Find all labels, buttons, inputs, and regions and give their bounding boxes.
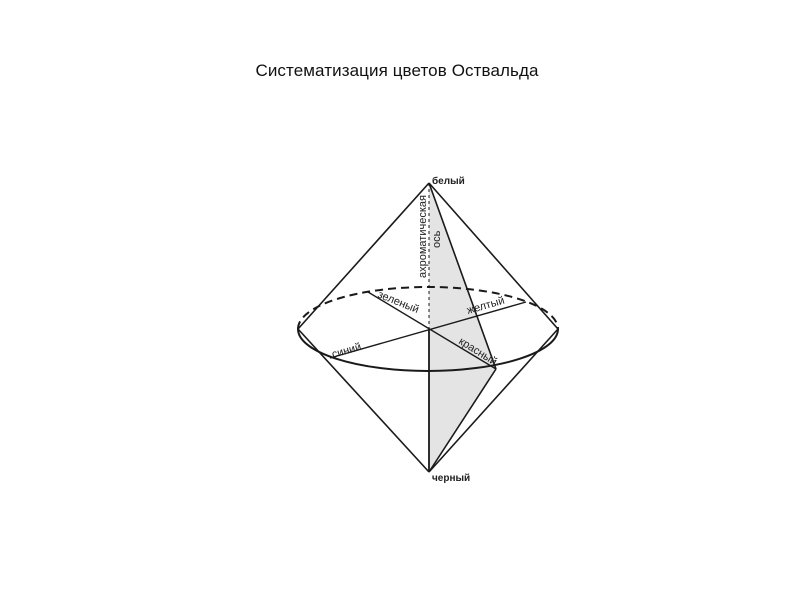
label-black: черный xyxy=(432,473,470,484)
label-white: белый xyxy=(432,175,465,187)
cone-lower-left-edge xyxy=(297,328,430,473)
green-red-diameter xyxy=(367,291,497,370)
black-to-red-edge xyxy=(428,368,497,473)
label-axis: ахроматическая xyxy=(417,195,429,278)
cone-lower-right-edge xyxy=(428,328,559,473)
white-to-red-edge xyxy=(428,182,497,370)
label-green: зеленый xyxy=(376,289,421,316)
ellipse-back-half xyxy=(297,286,559,330)
diagram-title: Систематизация цветов Оствальда xyxy=(255,61,539,80)
shaded-section xyxy=(429,183,496,472)
ellipse-front-half xyxy=(297,328,559,372)
label-axis-2: ось xyxy=(431,230,443,248)
cone-upper-left-edge xyxy=(297,182,430,330)
label-blue: синий xyxy=(331,341,363,361)
cone-upper-right-edge xyxy=(428,182,559,330)
blue-yellow-diameter xyxy=(329,301,527,359)
